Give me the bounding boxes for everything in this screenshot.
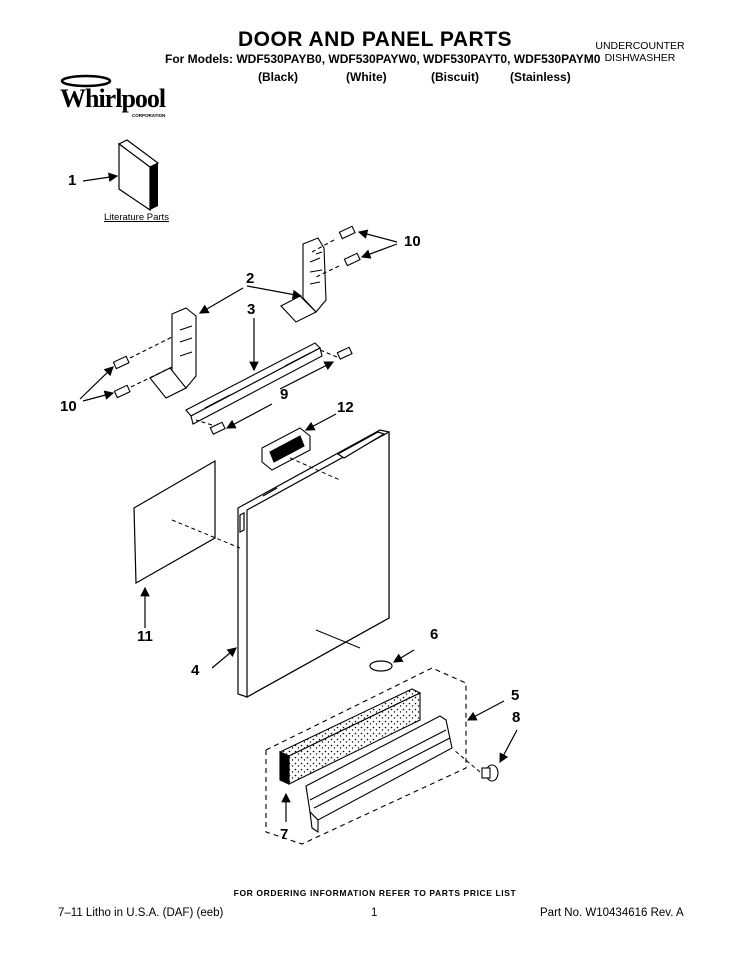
sheet-to-door-line <box>171 519 241 549</box>
callout-10-top: 10 <box>404 233 421 250</box>
kickplate-panel <box>305 715 453 834</box>
kickplate-kit-outline <box>265 667 467 845</box>
callout-1: 1 <box>68 172 77 189</box>
callout-12: 12 <box>337 399 354 416</box>
screw-left-1 <box>112 335 175 370</box>
callout-3: 3 <box>247 301 256 318</box>
hinge-bracket-right <box>280 237 327 323</box>
door-panel <box>237 429 390 699</box>
leader-10c <box>79 366 114 400</box>
leader-12 <box>304 413 337 431</box>
screw-top-1 <box>311 225 356 253</box>
leader-10d <box>82 390 115 402</box>
screw-to-panel-line <box>453 749 481 773</box>
brand-logo-sub: CORPORATION <box>132 113 166 118</box>
leader-6 <box>392 649 415 663</box>
screw-top-2 <box>313 252 361 279</box>
leader-1 <box>82 172 119 182</box>
literature-booklet <box>117 139 160 212</box>
callout-9: 9 <box>280 386 289 403</box>
color-stainless: (Stainless) <box>510 70 571 84</box>
page-title: DOOR AND PANEL PARTS <box>237 28 513 51</box>
leader-4 <box>211 647 237 669</box>
thumb-screw <box>481 764 499 782</box>
appliance-type: UNDERCOUNTER DISHWASHER <box>590 40 690 64</box>
callout-5: 5 <box>511 687 520 704</box>
leader-9b <box>225 403 273 429</box>
appliance-line-2: DISHWASHER <box>604 52 676 64</box>
page-number: 1 <box>371 907 378 919</box>
callout-10-left: 10 <box>60 398 77 415</box>
callout-6: 6 <box>430 626 439 643</box>
litho-info: 7–11 Litho in U.S.A. (DAF) (eeb) <box>58 907 224 919</box>
appliance-line-1: UNDERCOUNTER <box>595 40 685 52</box>
callout-11: 11 <box>137 628 153 645</box>
leader-5 <box>466 700 505 721</box>
ordering-note: FOR ORDERING INFORMATION REFER TO PARTS … <box>233 888 517 898</box>
leader-2b <box>198 287 244 314</box>
callout-7: 7 <box>280 826 289 843</box>
color-white: (White) <box>346 70 387 84</box>
screw-left-2 <box>113 365 175 399</box>
color-black: (Black) <box>258 70 299 84</box>
leader-9a <box>279 361 335 390</box>
foam-strip <box>278 688 422 785</box>
callout-4: 4 <box>191 662 200 679</box>
screw-rail-left <box>195 419 226 435</box>
mounting-rail <box>185 342 323 425</box>
vent-plug <box>369 660 393 672</box>
leader-10a <box>357 229 398 243</box>
model-list: For Models: WDF530PAYB0, WDF530PAYW0, WD… <box>165 52 601 66</box>
handle-to-door-line <box>289 457 341 481</box>
part-number: Part No. W10434616 Rev. A <box>540 907 684 919</box>
brand-logo: Whirlpool <box>60 84 166 113</box>
leader-2a <box>246 285 303 300</box>
literature-parts-label: Literature Parts <box>104 212 169 223</box>
hinge-bracket-left <box>149 307 197 399</box>
door-handle <box>261 427 311 471</box>
callout-8: 8 <box>512 709 521 726</box>
callout-2: 2 <box>246 270 255 287</box>
screw-rail-right <box>319 346 353 360</box>
insulation-sheet <box>133 459 216 585</box>
leader-8 <box>499 729 518 764</box>
panel-center-line <box>315 629 361 649</box>
color-biscuit: (Biscuit) <box>431 70 479 84</box>
leader-10b <box>360 243 398 259</box>
